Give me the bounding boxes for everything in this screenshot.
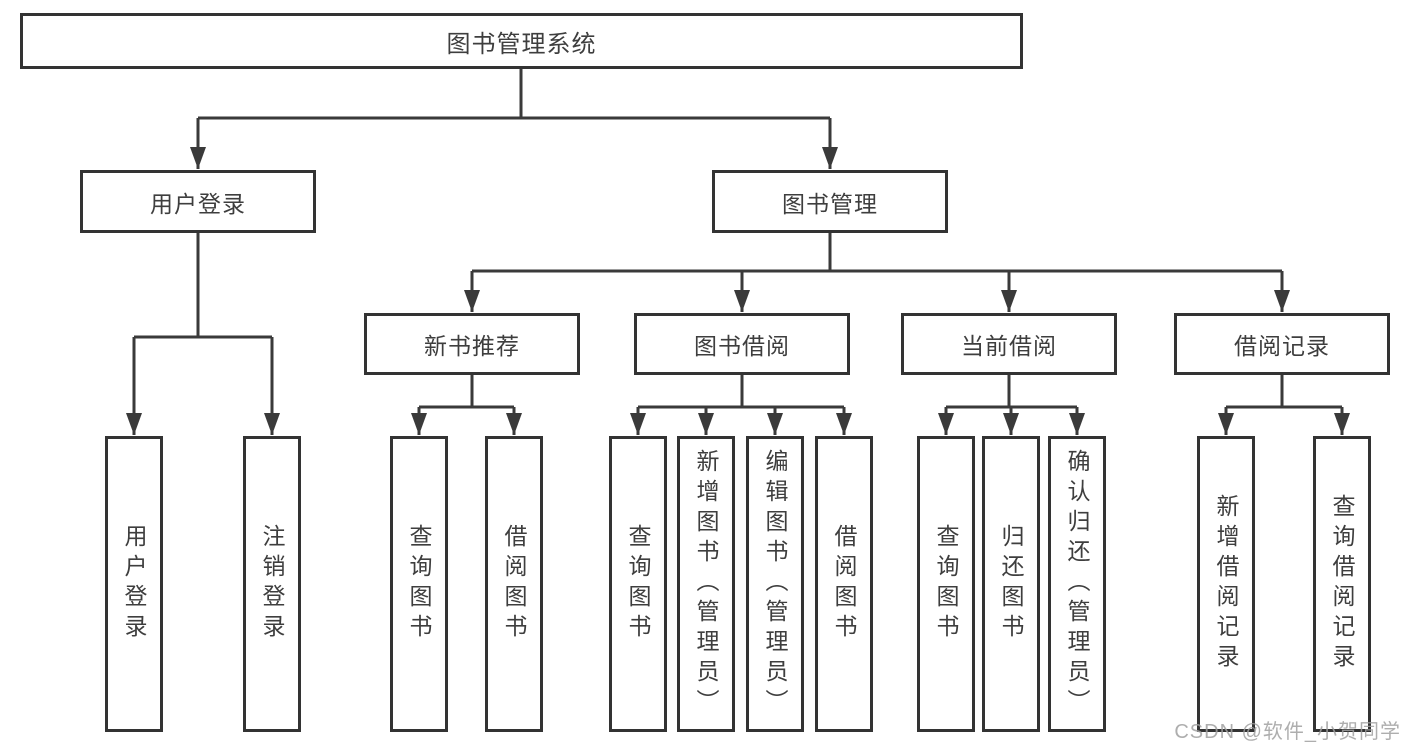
leaf-br-add-record-label: 新增借阅记录: [1213, 494, 1239, 674]
leaf-cb-confirm-return-admin: 确认归还（管理员）: [1048, 436, 1106, 732]
leaf-bb-query-books: 查询图书: [609, 436, 667, 732]
node-borrow-records-label: 借阅记录: [1234, 333, 1330, 359]
leaf-bb-add-book-admin-label: 新增图书（管理员）: [693, 449, 719, 719]
connector-borrowing-to-leaves: [638, 375, 844, 409]
node-library-system: 图书管理系统: [20, 13, 1023, 69]
leaf-bb-query-books-label: 查询图书: [625, 524, 651, 644]
node-user-login-label: 用户登录: [150, 190, 246, 217]
leaf-nb-query-books: 查询图书: [390, 436, 448, 732]
leaf-br-add-record: 新增借阅记录: [1197, 436, 1255, 732]
leaf-nb-borrow-books: 借阅图书: [485, 436, 543, 732]
node-user-login: 用户登录: [80, 170, 316, 233]
leaf-logout-label: 注销登录: [259, 524, 285, 644]
node-book-management-label: 图书管理: [782, 190, 878, 217]
leaf-bb-edit-book-admin-label: 编辑图书（管理员）: [762, 449, 788, 719]
node-borrow-records: 借阅记录: [1174, 313, 1390, 375]
leaf-br-query-record-label: 查询借阅记录: [1329, 494, 1355, 674]
leaf-nb-borrow-books-label: 借阅图书: [501, 524, 527, 644]
leaf-user-login: 用户登录: [105, 436, 163, 732]
connector-records-to-leaves: [1226, 375, 1342, 409]
node-book-borrowing: 图书借阅: [634, 313, 850, 375]
leaf-cb-return-books-label: 归还图书: [998, 524, 1024, 644]
leaf-bb-borrow-books: 借阅图书: [815, 436, 873, 732]
node-book-management: 图书管理: [712, 170, 948, 233]
connector-current-to-leaves: [946, 375, 1077, 409]
leaf-cb-query-books-label: 查询图书: [933, 524, 959, 644]
node-library-system-label: 图书管理系统: [446, 30, 597, 58]
leaf-bb-edit-book-admin: 编辑图书（管理员）: [746, 436, 804, 732]
leaf-logout: 注销登录: [243, 436, 301, 732]
node-new-book-recommend-label: 新书推荐: [424, 333, 520, 359]
connector-root-to-level2: [198, 69, 830, 120]
leaf-user-login-label: 用户登录: [121, 524, 147, 644]
leaf-nb-query-books-label: 查询图书: [406, 524, 432, 644]
connector-newbook-to-leaves: [419, 375, 514, 409]
leaf-cb-confirm-return-admin-label: 确认归还（管理员）: [1064, 449, 1090, 719]
leaf-bb-borrow-books-label: 借阅图书: [831, 524, 857, 644]
node-current-borrowing-label: 当前借阅: [961, 333, 1057, 359]
leaf-bb-add-book-admin: 新增图书（管理员）: [677, 436, 735, 732]
connector-userlogin-to-leaves: [134, 233, 272, 339]
node-current-borrowing: 当前借阅: [901, 313, 1117, 375]
leaf-cb-return-books: 归还图书: [982, 436, 1040, 732]
leaf-cb-query-books: 查询图书: [917, 436, 975, 732]
node-new-book-recommend: 新书推荐: [364, 313, 580, 375]
leaf-br-query-record: 查询借阅记录: [1313, 436, 1371, 732]
node-book-borrowing-label: 图书借阅: [694, 333, 790, 359]
connector-bookmgmt-to-level3: [472, 233, 1282, 273]
watermark: CSDN @软件_小贺同学: [1174, 721, 1401, 743]
